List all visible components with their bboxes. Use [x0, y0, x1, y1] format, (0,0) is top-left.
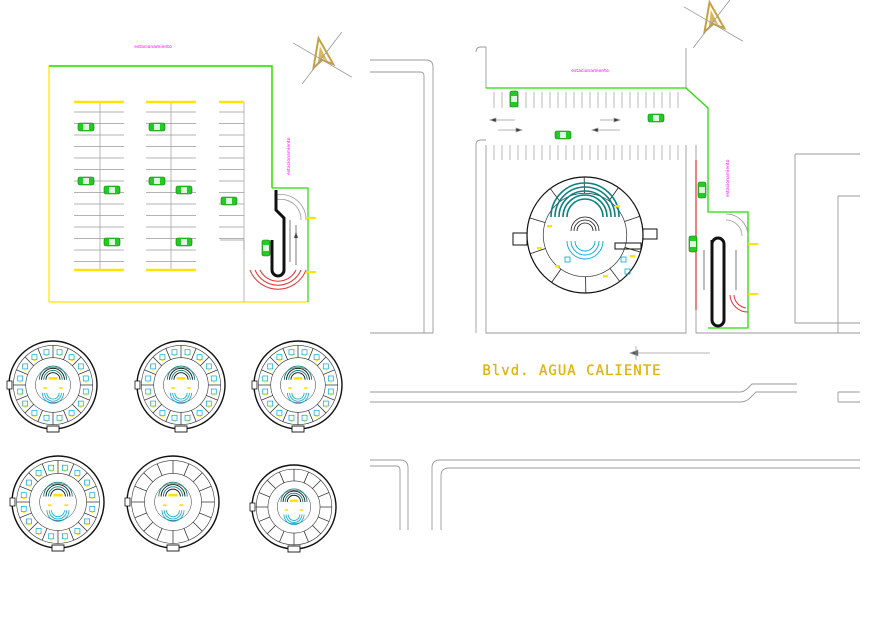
floor-plan-circle — [251, 340, 343, 433]
north-arrow-icon — [682, 0, 744, 52]
floor-plan-circle — [9, 455, 105, 552]
street-name-label: Blvd. AGUA CALIENTE — [482, 363, 661, 379]
road-markings-top — [488, 92, 710, 360]
ramp-label-left: estacionamiento — [286, 137, 292, 175]
main-circular-building — [512, 176, 658, 294]
stall-ends-yellow — [74, 100, 244, 272]
floor-plan-circle — [249, 464, 337, 553]
ramp-label-right: estacionamiento — [725, 159, 731, 197]
ramp-left — [220, 190, 316, 302]
street-outlines — [370, 46, 860, 530]
road-label-right: estacionamiento — [571, 68, 609, 74]
floor-plan-circle — [134, 340, 226, 433]
floor-plan-circles — [6, 340, 343, 553]
ramp-right — [703, 213, 758, 328]
floor-plan-circle — [124, 455, 220, 552]
floor-plan-circle — [6, 340, 98, 433]
north-arrow-icon — [291, 30, 353, 88]
site-plan-right: estacionamiento — [370, 0, 860, 530]
parking-plan-left: estacionamiento — [48, 30, 353, 303]
road-label-left: estacionamiento — [134, 44, 172, 50]
